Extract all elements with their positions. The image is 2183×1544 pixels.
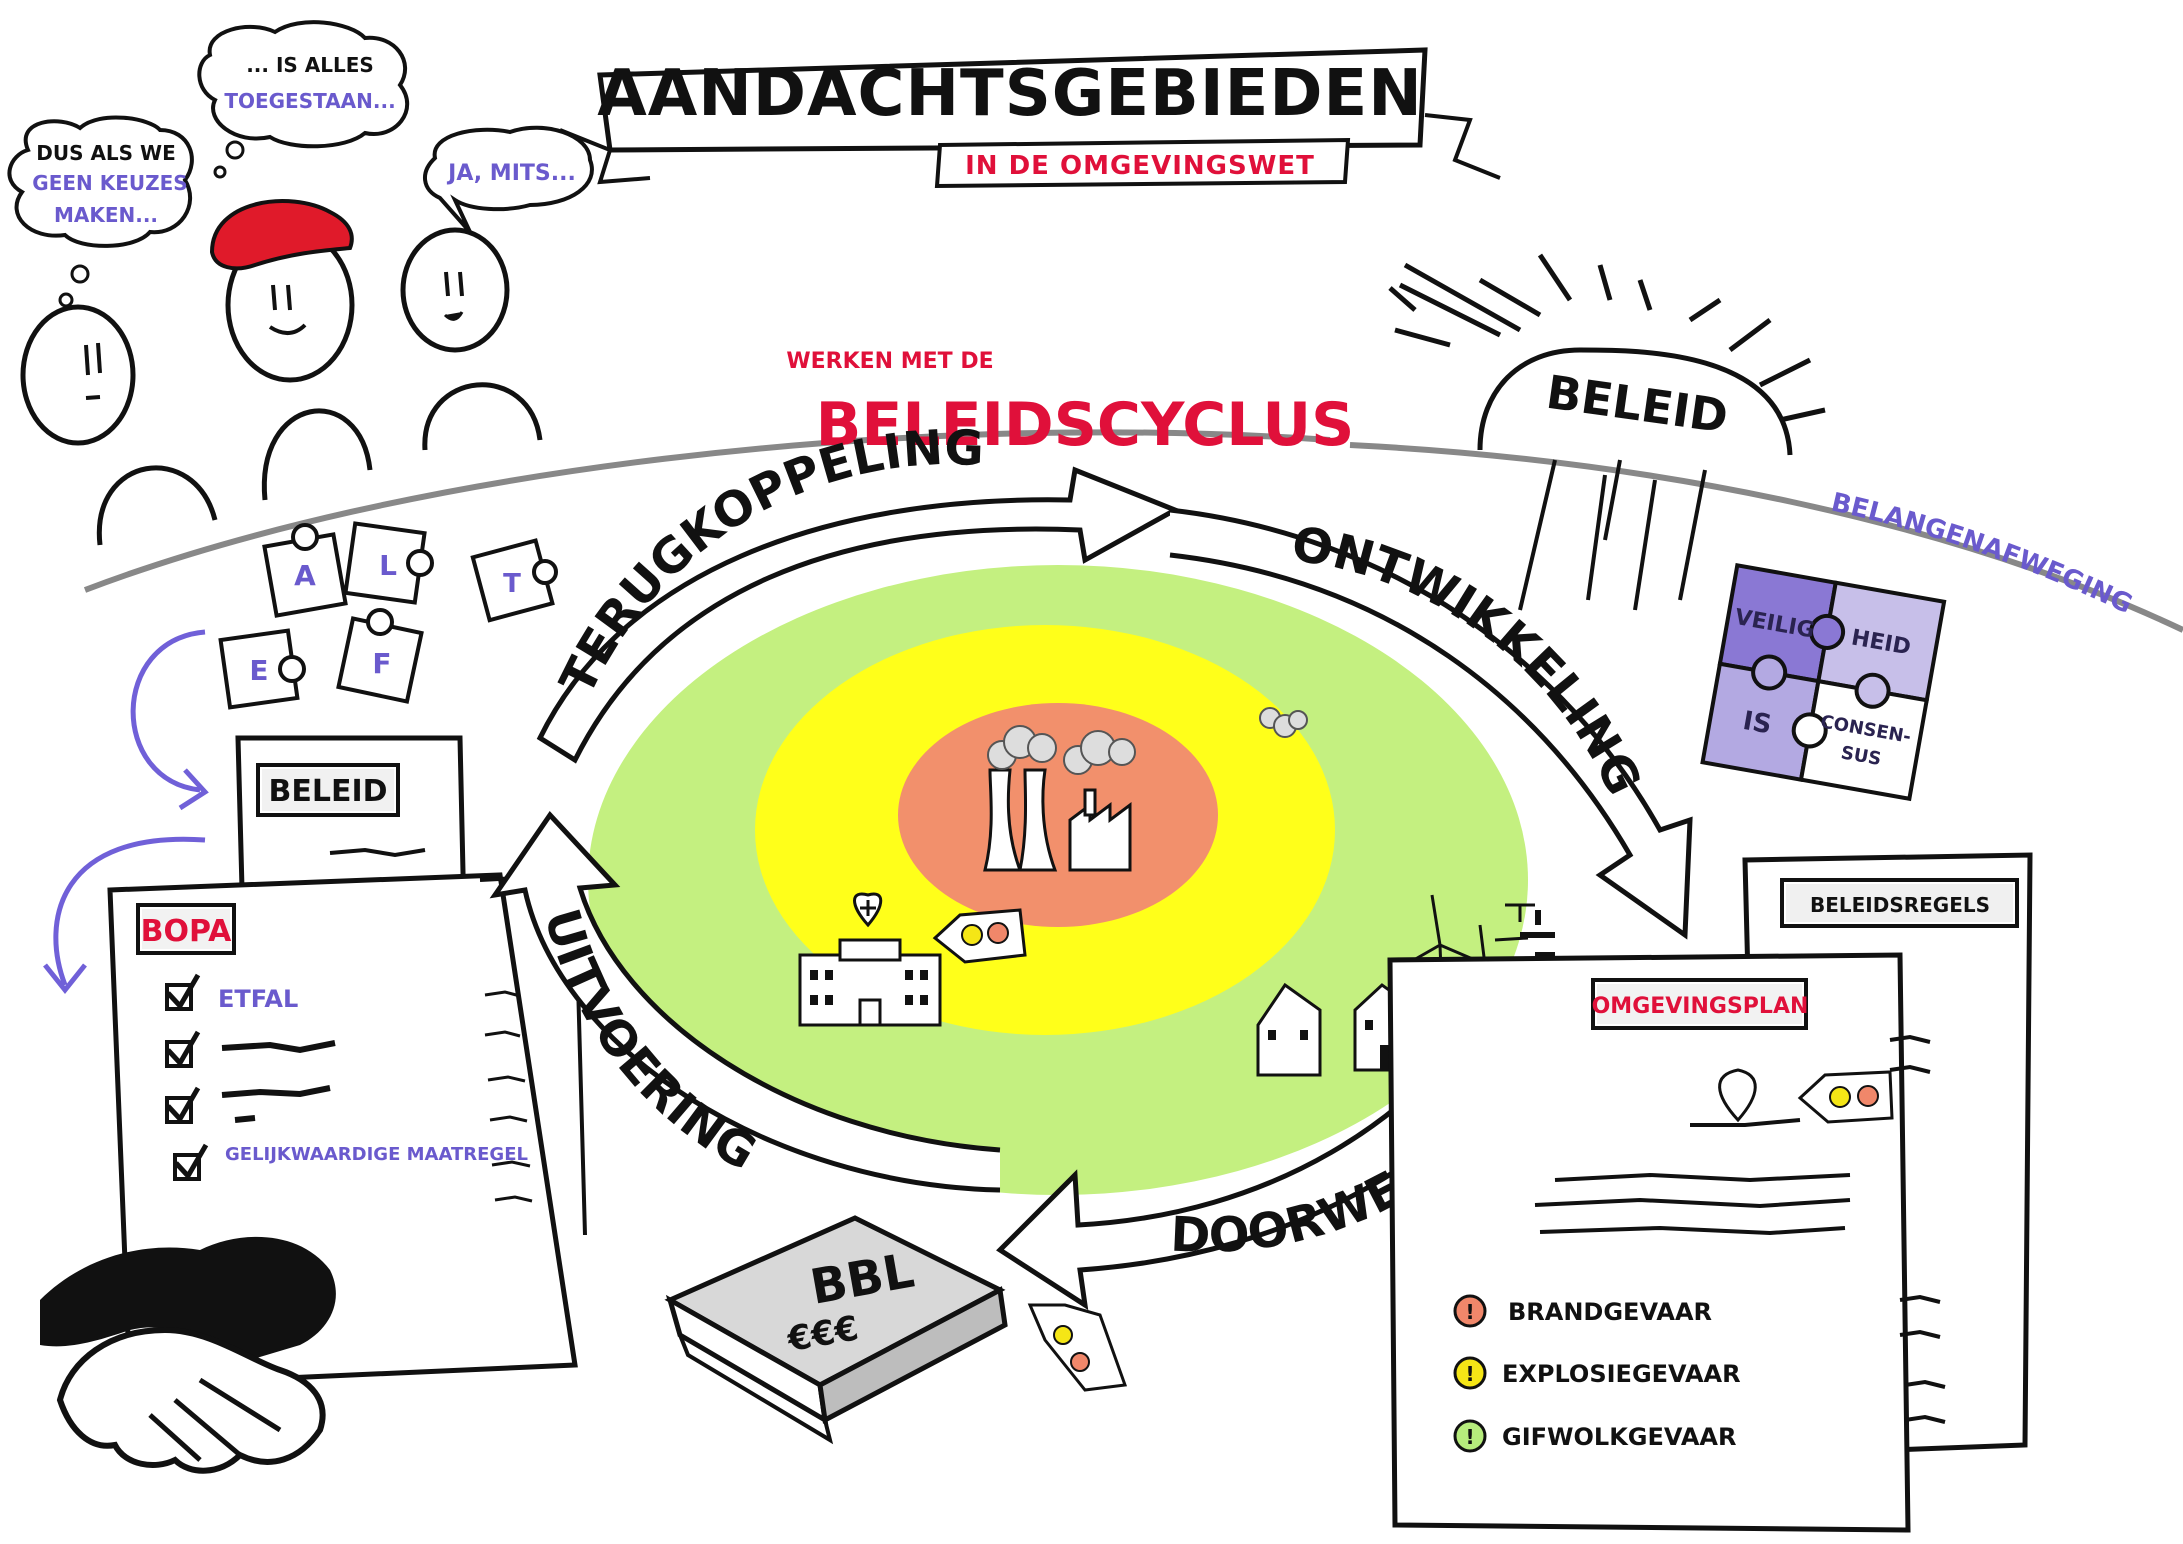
checklist-item: GELIJKWAARDIGE MAATREGEL xyxy=(173,1143,528,1181)
puzzle-piece-l: L xyxy=(343,521,434,605)
svg-text:!: ! xyxy=(1465,1300,1474,1324)
thought-bubble-left: DUS ALS WE GEEN KEUZES MAKEN... xyxy=(7,115,194,327)
document-omgevingsplan: OMGEVINGSPLAN ! BRANDGEVAAR xyxy=(1387,952,1946,1533)
doc-beleidsregels-label: BELEIDSREGELS xyxy=(1810,893,1990,917)
doc-beleid-label: BELEID xyxy=(268,774,387,809)
speech-bubble-right: JA, MITS... xyxy=(423,125,594,234)
doc-bopa-label: BOPA xyxy=(141,914,233,949)
svg-text:A: A xyxy=(294,559,316,592)
svg-text:!: ! xyxy=(1465,1425,1474,1449)
checklist-item xyxy=(165,1085,331,1124)
horizon-arc xyxy=(83,429,1331,593)
hazard-tag-omgevingsplan xyxy=(1797,1070,1894,1124)
handshake-icon xyxy=(40,1236,336,1474)
doc-omgevingsplan-label: OMGEVINGSPLAN xyxy=(1592,994,1809,1019)
puzzle-piece-t: T xyxy=(470,538,558,623)
bubble-left-line-1: DUS ALS WE xyxy=(36,141,176,165)
bubble-right-text: JA, MITS... xyxy=(446,161,576,186)
person-middle xyxy=(209,199,373,501)
cycle-arrows xyxy=(489,466,1693,1311)
bbl-book-icon: BBL €€€ xyxy=(664,1215,1008,1445)
bubble-middle-line-1: ... IS ALLES xyxy=(246,53,374,77)
checklist-item: ETFAL xyxy=(165,973,298,1013)
cycle-title: BELEIDSCYCLUS xyxy=(816,390,1355,460)
hazard-tag-hospital xyxy=(932,908,1027,964)
bubble-middle-line-2: TOEGESTAAN... xyxy=(224,89,395,113)
person-right xyxy=(400,227,543,451)
svg-text:L: L xyxy=(379,549,397,582)
svg-text:GIFWOLKGEVAAR: GIFWOLKGEVAAR xyxy=(1502,1423,1736,1451)
svg-text:E: E xyxy=(249,654,268,687)
zone-inner xyxy=(898,703,1218,927)
location-pin-icon xyxy=(1718,1068,1757,1123)
title-banner: AANDACHTSGEBIEDEN IN DE OMGEVINGSWET xyxy=(559,47,1501,189)
puzzle-piece-f: F xyxy=(336,608,424,704)
cycle-intro: WERKEN MET DE xyxy=(786,349,993,374)
svg-text:ETFAL: ETFAL xyxy=(218,985,298,1013)
legend-item-explosiegevaar: ! EXPLOSIEGEVAAR xyxy=(1453,1356,1741,1390)
bubble-left-line-3: MAKEN... xyxy=(54,203,158,227)
svg-text:F: F xyxy=(372,647,391,680)
sun-icon: BELEID xyxy=(1388,253,1826,611)
person-left xyxy=(20,304,218,546)
hazard-tag-bbl xyxy=(1027,1303,1128,1392)
svg-text:BRANDGEVAAR: BRANDGEVAAR xyxy=(1508,1298,1712,1326)
red-cap-icon xyxy=(209,199,354,271)
legend-item-gifwolkgevaar: ! GIFWOLKGEVAAR xyxy=(1453,1419,1736,1453)
cycle-arrow-tick xyxy=(1520,910,1555,958)
page-subtitle: IN DE OMGEVINGSWET xyxy=(965,151,1315,181)
puzzle-piece-e: E xyxy=(218,628,306,710)
puzzle-pieces-altef: A L T E F xyxy=(218,521,558,710)
checklist: ETFAL GELIJKWAARDIGE MAATREGEL xyxy=(165,973,528,1181)
hospital-icon xyxy=(798,892,942,1027)
svg-text:!: ! xyxy=(1465,1362,1474,1386)
svg-text:EXPLOSIEGEVAAR: EXPLOSIEGEVAAR xyxy=(1502,1360,1741,1388)
puzzle-consensus: VEILIG HEID IS CONSEN- SUS xyxy=(1700,563,1947,802)
svg-text:GELIJKWAARDIGE MAATREGEL: GELIJKWAARDIGE MAATREGEL xyxy=(225,1144,528,1165)
purple-arrows xyxy=(43,629,209,995)
factory-icon xyxy=(983,707,1308,872)
thought-bubble-middle: ... IS ALLES TOEGESTAAN... xyxy=(197,20,410,179)
puzzle-piece-is: IS xyxy=(1741,706,1774,740)
legend-item-brandgevaar: ! BRANDGEVAAR xyxy=(1453,1294,1712,1328)
bubble-left-line-2: GEEN KEUZES xyxy=(32,171,187,195)
svg-text:T: T xyxy=(503,569,521,599)
puzzle-piece-a: A xyxy=(262,523,348,618)
horizon-arc-right xyxy=(1349,442,2183,633)
checklist-item xyxy=(165,1030,336,1068)
legend: ! BRANDGEVAAR ! EXPLOSIEGEVAAR ! GIFWOLK… xyxy=(1453,1294,1741,1453)
page-title: AANDACHTSGEBIEDEN xyxy=(597,57,1423,131)
